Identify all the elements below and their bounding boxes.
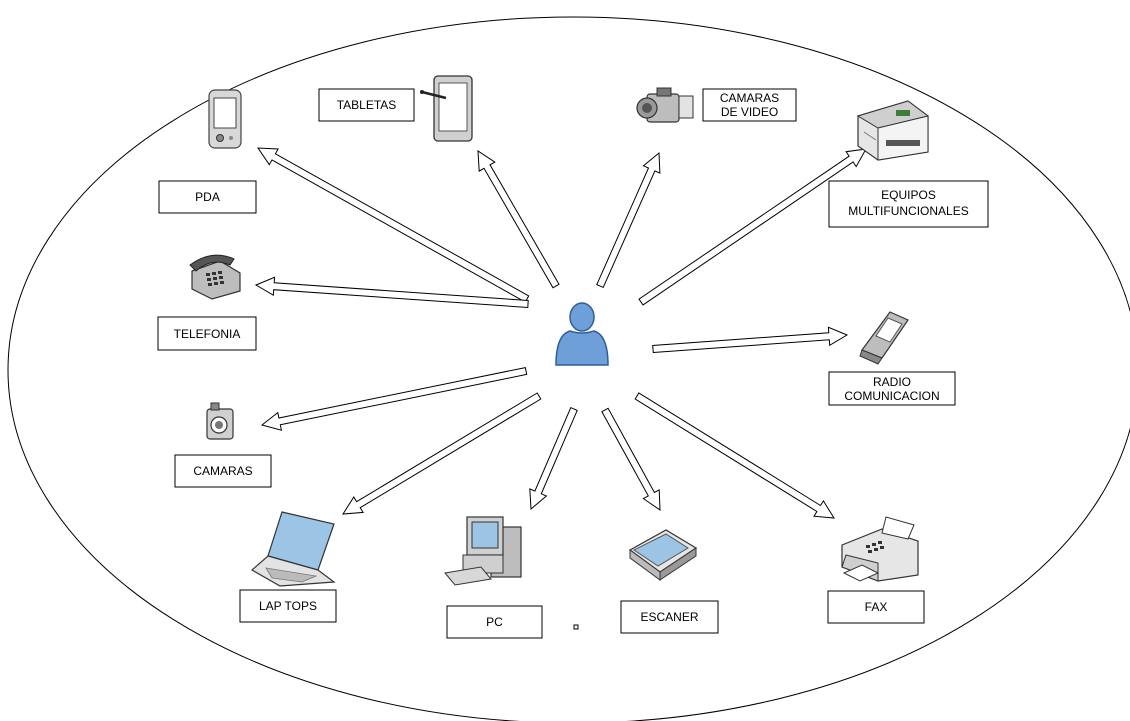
arrow-to-lap-tops [342, 392, 542, 515]
label-box-pc: PC [446, 605, 543, 639]
pda-icon [208, 89, 242, 149]
small-square-marker [573, 624, 579, 630]
label-box-telefonia: TELEFONIA [157, 316, 257, 351]
label-lap-tops: LAP TOPS [259, 599, 317, 613]
arrow-to-pc [529, 406, 578, 511]
radio-phone-icon [859, 311, 909, 365]
label-fax: FAX [865, 600, 888, 614]
boundary-ellipse [7, 16, 1130, 721]
arrow-to-tabletas [477, 150, 560, 289]
label-pc: PC [486, 615, 503, 629]
arrow-to-camaras [260, 367, 528, 431]
label-radio-line1: RADIO [873, 375, 911, 389]
person-icon [555, 302, 609, 366]
laptop-icon [250, 511, 336, 587]
label-radio-line2: COMUNICACION [844, 389, 939, 403]
label-box-escaner: ESCANER [620, 600, 719, 634]
label-equipos-line1: EQUIPOS [881, 188, 936, 202]
arrow-to-radio-comunicacion [652, 326, 849, 354]
fax-icon [841, 516, 919, 582]
camera-icon [206, 402, 234, 440]
label-tabletas: TABLETAS [337, 98, 397, 112]
desktop-pc-icon [444, 516, 522, 586]
arrow-to-pda [257, 147, 530, 303]
label-box-camaras: CAMARAS [174, 454, 272, 488]
label-box-equipos-multifuncionales: EQUIPOS MULTIFUNCIONALES [828, 180, 989, 228]
arrow-to-telefonia [254, 276, 529, 309]
telephone-icon [189, 254, 241, 300]
label-box-fax: FAX [827, 590, 925, 624]
label-camaras-video-line2: DE VIDEO [721, 105, 778, 119]
connector-arrows [254, 147, 867, 519]
arrow-to-camaras-video [596, 151, 661, 289]
label-camaras: CAMARAS [193, 464, 252, 478]
label-escaner: ESCANER [640, 610, 698, 624]
label-box-tabletas: TABLETAS [318, 88, 415, 122]
label-box-radio-comunicacion: RADIO COMUNICACION [828, 371, 956, 406]
label-camaras-video-line1: CAMARAS [720, 91, 779, 105]
scanner-icon [628, 529, 698, 581]
label-telefonia: TELEFONIA [174, 327, 241, 341]
label-box-camaras-video: CAMARAS DE VIDEO [702, 88, 797, 122]
label-pda: PDA [195, 190, 220, 204]
arrow-to-escaner [601, 407, 661, 511]
multifunction-printer-icon [856, 100, 930, 161]
arrow-to-equipos-multifuncionales [638, 148, 867, 306]
label-box-lap-tops: LAP TOPS [239, 589, 337, 623]
arrow-to-fax [634, 392, 835, 519]
tablet-icon [420, 75, 473, 142]
label-box-pda: PDA [158, 180, 257, 214]
label-equipos-line2: MULTIFUNCIONALES [848, 204, 968, 218]
video-camera-icon [636, 87, 694, 123]
